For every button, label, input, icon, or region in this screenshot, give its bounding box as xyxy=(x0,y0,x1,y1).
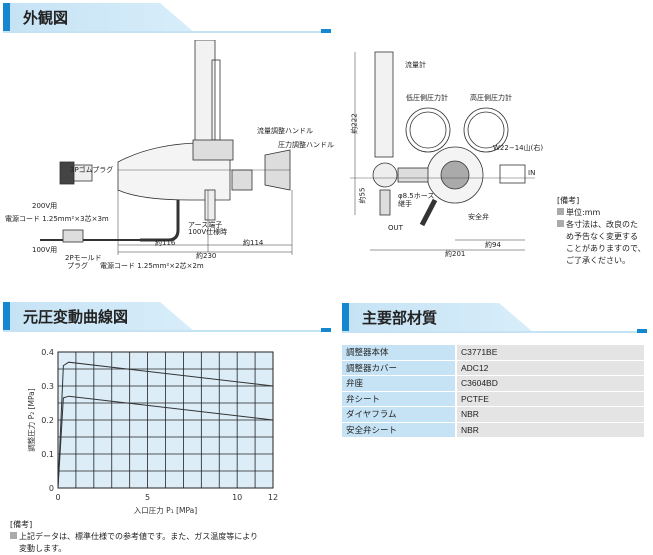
x-axis-label: 入口圧力 P₁ [MPa] xyxy=(134,505,197,515)
y-tick-label: 0.3 xyxy=(41,382,54,391)
side-view-drawing xyxy=(40,40,293,255)
dim-94: 約94 xyxy=(485,241,501,249)
label-pressure-handle: 圧力調整ハンドル xyxy=(278,141,334,149)
x-tick-label: 10 xyxy=(232,493,242,502)
dim-116: 約116 xyxy=(155,239,176,247)
material: C3604BD xyxy=(456,375,644,392)
note-line: 単位:mm xyxy=(557,207,646,219)
part-name: 弁座 xyxy=(342,375,457,392)
section-header-curve: 元圧変動曲線図 xyxy=(3,302,331,332)
label-flow-handle: 流量調整ハンドル xyxy=(257,127,313,135)
section-title: 主要部材質 xyxy=(362,309,438,327)
note-title: [備考] xyxy=(557,196,580,205)
dim-55: 約55 xyxy=(358,187,367,204)
label-3p-plug: 3Pゴムプラグ xyxy=(70,166,114,174)
part-name: 調整器本体 xyxy=(342,345,457,361)
label-high-gauge: 高圧側圧力計 xyxy=(470,94,512,102)
material: PCTFE xyxy=(456,391,644,407)
front-view-drawing xyxy=(350,51,535,251)
label-hose-1: φ8.5ホース xyxy=(398,192,435,200)
y-axis-label: 調整圧力 P₂ [MPa] xyxy=(26,388,36,451)
label-cord-2: 電源コード 1.25mm²×2芯×2m xyxy=(100,262,204,270)
x-tick-label: 5 xyxy=(145,493,150,502)
note-line: 各寸法は、改良のた xyxy=(557,219,646,231)
dim-230: 約230 xyxy=(196,252,217,260)
dim-114: 約114 xyxy=(243,239,264,247)
label-cord-3: 電源コード 1.25mm²×3芯×3m xyxy=(5,215,109,223)
note-line: め予告なく変更する xyxy=(566,232,638,241)
notes-chart: [備考] 上記データは、標準仕様での参考値です。また、ガス温度等により 変動しま… xyxy=(10,519,258,555)
section-header-appearance: 外観図 xyxy=(3,3,331,33)
material: ADC12 xyxy=(456,360,644,376)
dim-201: 約201 xyxy=(445,250,466,258)
series-line-upper xyxy=(57,361,274,489)
material: NBR xyxy=(456,422,644,438)
label-2p-plug-2: プラグ xyxy=(67,262,88,270)
notes-right: [備考] 単位:mm 各寸法は、改良のた め予告なく変更する ことがありますので… xyxy=(557,195,646,267)
label-flowmeter: 流量計 xyxy=(405,61,426,69)
label-earth-2: 100V仕様時 xyxy=(188,228,228,236)
label-in: IN xyxy=(528,169,536,177)
part-name: ダイヤフラム xyxy=(342,406,457,423)
note-line: 上記データは、標準仕様での参考値です。また、ガス温度等により xyxy=(10,531,258,543)
y-tick-label: 0.2 xyxy=(41,416,54,425)
label-out: OUT xyxy=(388,224,403,232)
label-earth-1: アース端子 xyxy=(188,221,223,229)
label-hose-2: 継手 xyxy=(398,200,412,208)
y-tick-label: 0.1 xyxy=(41,450,54,459)
label-thread: W22−14山(右) xyxy=(493,144,544,152)
label-200v: 200V用 xyxy=(32,202,58,210)
note-title: [備考] xyxy=(10,520,33,529)
dim-222: 約222 xyxy=(350,113,359,134)
section-header-materials: 主要部材質 xyxy=(342,303,647,333)
label-2p-plug-1: 2Pモールド xyxy=(65,254,102,262)
x-tick-label: 0 xyxy=(55,493,60,502)
material: C3771BE xyxy=(456,345,644,361)
series-line-lower xyxy=(57,395,274,489)
part-name: 調整器カバー xyxy=(342,360,457,376)
note-line: ことがありますので、 xyxy=(566,244,646,253)
note-line: ご了承ください。 xyxy=(566,256,630,265)
y-tick-label: 0.4 xyxy=(41,348,54,357)
x-tick-label: 12 xyxy=(268,493,278,502)
section-title: 元圧変動曲線図 xyxy=(23,308,129,326)
note-line: 変動します。 xyxy=(19,544,67,553)
section-title: 外観図 xyxy=(23,9,69,27)
part-name: 弁シート xyxy=(342,391,457,407)
material: NBR xyxy=(456,406,644,423)
y-tick-label: 0 xyxy=(49,484,54,493)
label-low-gauge: 低圧側圧力計 xyxy=(406,94,448,102)
label-100v: 100V用 xyxy=(32,246,58,254)
label-safety-valve: 安全弁 xyxy=(468,213,489,221)
part-name: 安全弁シート xyxy=(342,422,457,438)
pressure-curve-chart: 0 5 10 12 0 0.1 0.2 0.3 0.4 入口圧力 P₁ [MPa] 調整圧力 P₂ … xyxy=(26,348,278,515)
